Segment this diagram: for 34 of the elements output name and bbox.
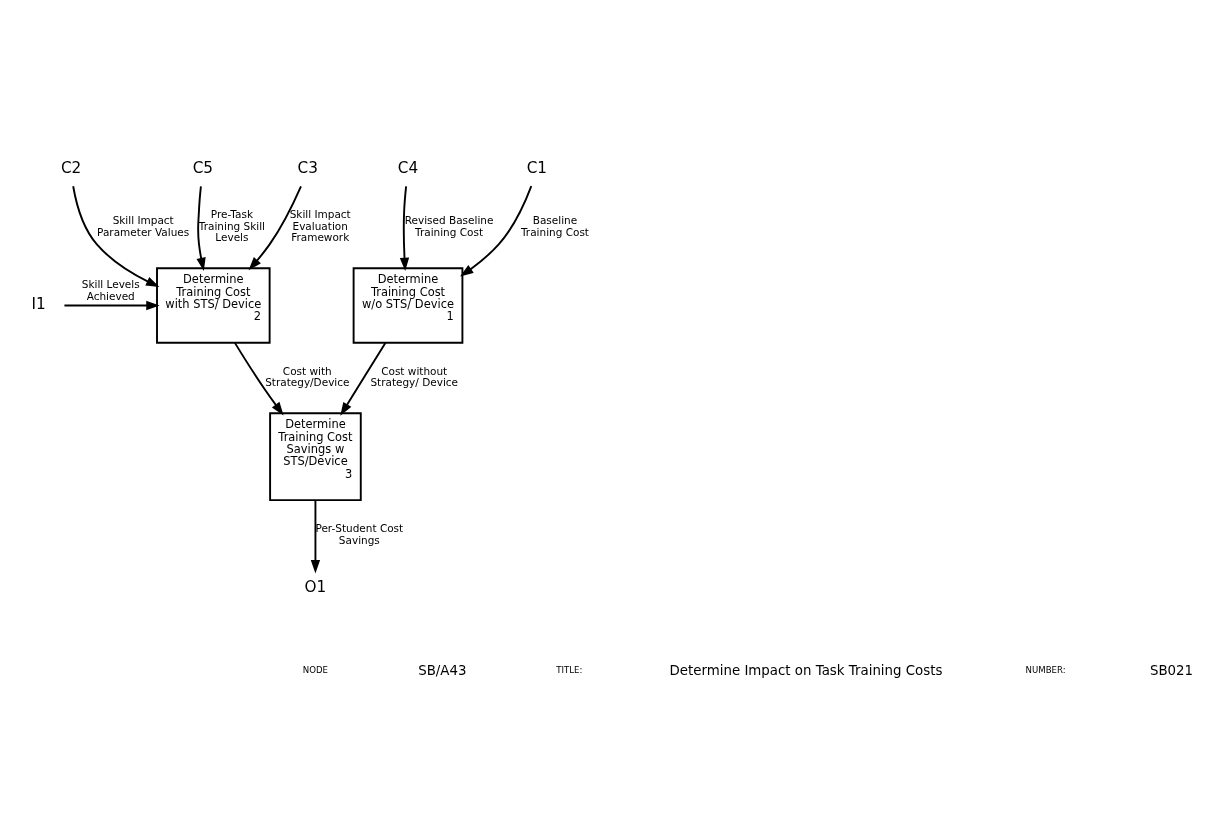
arrow [72, 184, 160, 287]
node-box: Determine Training Cost w/o STS/ Device 1 [352, 266, 464, 344]
label: SB021 [1149, 662, 1194, 678]
arrow [460, 184, 533, 277]
node-box: Determine Training Cost with STS/ Device 2 [156, 266, 271, 344]
arrow [248, 184, 302, 270]
arrow [233, 341, 284, 415]
edge-label: Skill Levels Achieved [81, 277, 140, 302]
label: Determine Impact on Task Training Costs [669, 662, 943, 678]
edge-label: Pre-Task Training Skill Levels [198, 207, 266, 243]
edge-label: Baseline Training Cost [520, 213, 589, 238]
node-text: C4 [397, 158, 419, 177]
edge-label: Revised Baseline Training Cost [404, 213, 494, 238]
node-box: Determine Training Cost Savings w STS/Device 3 [269, 411, 362, 501]
node-text: C1 [526, 158, 548, 177]
label: NODE [302, 664, 329, 675]
label: TITLE: [556, 664, 583, 675]
arrow [310, 498, 321, 573]
arrow [399, 184, 410, 271]
edge-label: Per-Student Cost Savings [315, 521, 404, 546]
edge-label: Skill Impact Parameter Values [97, 213, 190, 238]
node-text: C3 [297, 158, 318, 177]
node-text: I1 [31, 294, 46, 313]
arrow [340, 341, 387, 416]
node-text: O1 [304, 577, 327, 596]
label: NUMBER: [1025, 664, 1066, 675]
edge-label: Cost with Strategy/Device [265, 364, 350, 388]
arrow [196, 184, 206, 271]
node-text: C2 [60, 158, 82, 177]
arrow [63, 300, 160, 310]
node-text: C5 [192, 158, 214, 177]
edge-label: Skill Impact Evaluation Framework [289, 207, 351, 243]
edge-label: Cost without Strategy/ Device [370, 364, 459, 388]
label: SB/A43 [418, 662, 467, 678]
